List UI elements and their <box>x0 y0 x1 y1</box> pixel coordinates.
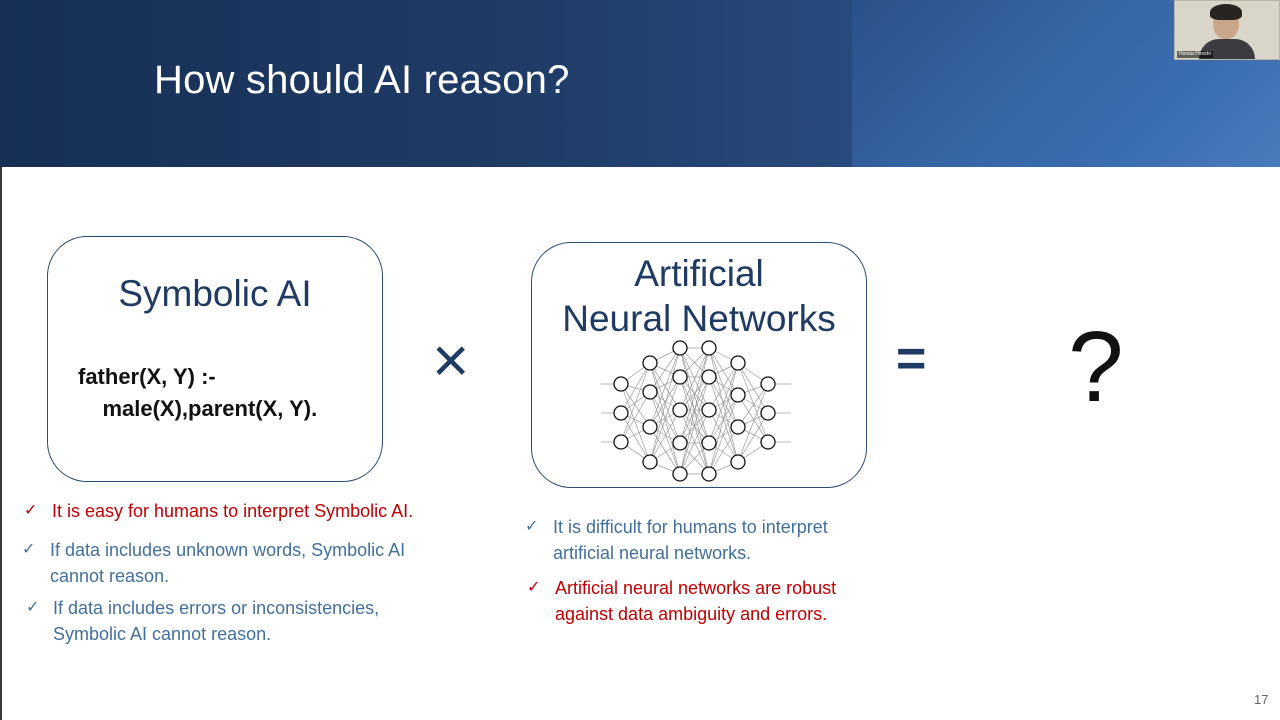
nn-connection <box>649 362 681 444</box>
nn-connection <box>679 347 710 444</box>
nn-connection <box>708 362 739 475</box>
nn-connection <box>737 362 769 443</box>
nn-connection <box>620 412 651 463</box>
nn-connection <box>649 362 681 411</box>
nn-connection <box>708 409 739 463</box>
nn-connection <box>649 347 681 463</box>
nn-node <box>642 454 658 470</box>
nn-node <box>701 435 717 451</box>
symbolic-bullet-1-text: It is easy for humans to interpret Symbo… <box>52 501 414 521</box>
check-icon: ✓ <box>22 541 36 558</box>
nn-connection <box>708 347 739 396</box>
nn-node <box>730 419 746 435</box>
nn-connection <box>620 362 651 443</box>
check-icon: ✓ <box>24 502 38 519</box>
nn-node <box>730 355 746 371</box>
symbolic-ai-title: Symbolic AI <box>118 273 312 314</box>
check-icon: ✓ <box>525 518 539 535</box>
webcam-thumbnail[interactable]: Honda Hiroshi <box>1174 0 1280 60</box>
code-line-2: male(X),parent(X, Y). <box>78 396 318 421</box>
nn-connection <box>649 376 681 428</box>
nn-connection <box>737 383 769 428</box>
ann-bullet-1: ✓ It is difficult for humans to interpre… <box>525 514 885 566</box>
question-mark: ? <box>1068 311 1124 423</box>
nn-node <box>760 434 776 450</box>
page-number: 17 <box>1254 692 1269 707</box>
neural-networks-title-line2: Neural Networks <box>562 298 836 339</box>
equals-operator: = <box>896 330 927 388</box>
symbolic-bullet-2-text: If data includes unknown words, Symbolic… <box>50 540 406 586</box>
nn-node <box>701 466 717 482</box>
prolog-rule: father(X, Y) :- male(X),parent(X, Y). <box>78 361 317 425</box>
symbolic-bullet-3-text: If data includes errors or inconsistenci… <box>53 598 380 644</box>
presenter-hair <box>1210 4 1242 20</box>
nn-connection <box>679 376 710 475</box>
nn-node <box>701 402 717 418</box>
nn-node <box>672 369 688 385</box>
ann-bullet-1-text: It is difficult for humans to interpret … <box>553 517 828 563</box>
nn-node <box>701 340 717 356</box>
nn-connection <box>708 362 739 444</box>
symbolic-bullet-3: ✓ If data includes errors or inconsisten… <box>26 595 466 647</box>
nn-connection <box>708 362 739 411</box>
neural-networks-title: Artificial Neural Networks <box>532 251 866 341</box>
nn-connection <box>649 347 681 428</box>
nn-node <box>642 355 658 371</box>
nn-connection <box>708 426 739 475</box>
ann-bullet-2: ✓ Artificial neural networks are robust … <box>527 575 887 627</box>
times-operator: × <box>432 324 470 396</box>
neural-network-diagram <box>601 340 791 482</box>
nn-connection <box>649 391 681 475</box>
nn-connection <box>679 409 710 475</box>
check-icon: ✓ <box>26 599 40 616</box>
nn-node <box>672 435 688 451</box>
nn-node <box>672 340 688 356</box>
ann-bullet-2-text: Artificial neural networks are robust ag… <box>555 578 837 624</box>
nn-connection <box>737 394 769 443</box>
nn-node <box>730 387 746 403</box>
neural-networks-title-line1: Artificial <box>634 253 764 294</box>
nn-connection <box>620 391 651 443</box>
nn-connection <box>649 391 681 444</box>
nn-node <box>642 384 658 400</box>
nn-connection <box>679 347 710 475</box>
nn-node <box>613 405 629 421</box>
webcam-name-label: Honda Hiroshi <box>1177 51 1213 58</box>
nn-connection <box>649 409 681 463</box>
nn-connection <box>708 347 739 463</box>
nn-node <box>760 376 776 392</box>
symbolic-bullet-2: ✓ If data includes unknown words, Symbol… <box>22 537 462 589</box>
nn-connection <box>737 412 769 463</box>
left-edge-line <box>0 167 2 720</box>
nn-node <box>613 434 629 450</box>
nn-node <box>730 454 746 470</box>
nn-node <box>642 419 658 435</box>
nn-connection <box>620 383 651 428</box>
nn-connection <box>649 376 681 463</box>
presenter-body <box>1199 39 1255 59</box>
nn-connection <box>737 383 769 463</box>
nn-node <box>672 466 688 482</box>
nn-connection <box>679 347 710 411</box>
nn-connection <box>649 347 681 393</box>
nn-connection <box>708 347 739 428</box>
nn-node <box>672 402 688 418</box>
nn-node <box>613 376 629 392</box>
nn-connection <box>737 362 769 414</box>
nn-connection <box>620 383 651 463</box>
nn-node <box>701 369 717 385</box>
neural-networks-card: Artificial Neural Networks <box>531 242 867 488</box>
symbolic-bullet-1: ✓ It is easy for humans to interpret Sym… <box>24 498 464 524</box>
nn-connection <box>649 426 681 475</box>
slide-title: How should AI reason? <box>154 58 570 102</box>
nn-node <box>760 405 776 421</box>
nn-connection <box>620 362 651 414</box>
check-icon: ✓ <box>527 579 541 596</box>
nn-connection <box>708 394 739 475</box>
symbolic-ai-card: Symbolic AI father(X, Y) :- male(X),pare… <box>47 236 383 482</box>
code-line-1: father(X, Y) :- <box>78 364 216 389</box>
